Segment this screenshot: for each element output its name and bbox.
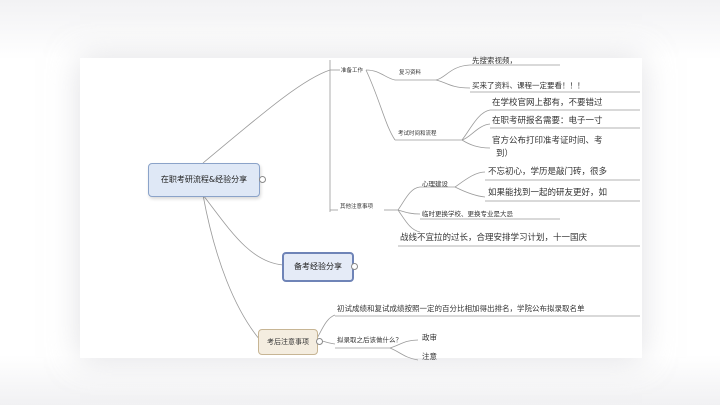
node-not-forget[interactable]: 不忘初心，学历是敲门砖，很多 (488, 167, 608, 177)
node-registration-needs[interactable]: 在职考研报名需要：电子一寸 (492, 116, 603, 126)
node-official-site[interactable]: 在学校官网上都有，不要错过 (492, 98, 603, 108)
collapse-toggle-icon[interactable] (316, 338, 323, 345)
node-prep[interactable]: 准备工作 (341, 68, 364, 74)
node-study-friend[interactable]: 如果能找到一起的研友更好，如 (488, 188, 608, 198)
node-ranking[interactable]: 初试成绩和复试成绩按照一定的百分比相加得出排名，学院公布拟录取名单 (337, 304, 585, 313)
bottom-shadow-band (0, 355, 720, 405)
node-print-notice-cont: 到） (496, 149, 514, 159)
node-note[interactable]: 注意 (422, 352, 437, 361)
mindmap-panel (80, 58, 642, 358)
collapse-toggle-icon[interactable] (259, 176, 266, 183)
node-print-notice[interactable]: 官方公布打印准考证时间、考 (492, 136, 603, 146)
node-politics-review[interactable]: 政审 (422, 333, 437, 342)
node-exam-schedule[interactable]: 考试时间和流程 (398, 131, 437, 137)
node-search-videos[interactable]: 先搜索视频， (472, 56, 517, 65)
branch-prep-experience[interactable]: 备考经验分享 (282, 252, 354, 282)
node-after-question[interactable]: 拟录取之后该做什么？ (337, 336, 402, 344)
node-long-war[interactable]: 战线不宜拉的过长，合理安排学习计划，十一国庆 (400, 233, 588, 243)
collapse-toggle-icon[interactable] (351, 263, 358, 270)
branch-after-exam[interactable]: 考后注意事项 (258, 329, 318, 355)
node-mindset[interactable]: 心理建设 (422, 180, 448, 188)
top-shadow-band (0, 0, 720, 60)
node-other-notes[interactable]: 其他注意事项 (340, 204, 374, 210)
node-no-switch[interactable]: 临时更换学校、更换专业是大忌 (422, 210, 513, 218)
node-bought-materials[interactable]: 买来了资料、课程一定要看！！！ (472, 81, 585, 90)
node-review-materials[interactable]: 复习资料 (399, 70, 422, 76)
root-node[interactable]: 在职考研流程&经验分享 (148, 163, 260, 197)
